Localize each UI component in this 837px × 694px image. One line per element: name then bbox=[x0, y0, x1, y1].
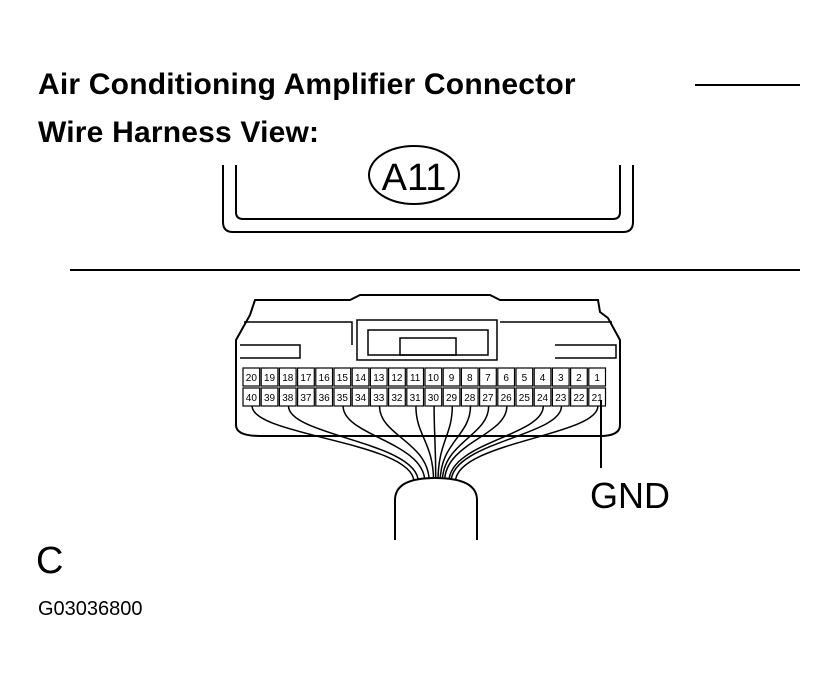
terminal-number: 5 bbox=[522, 373, 528, 384]
terminal-number: 38 bbox=[282, 393, 294, 404]
terminal-cell bbox=[442, 367, 461, 387]
terminal-number: 21 bbox=[592, 393, 604, 404]
terminal-number: 10 bbox=[428, 373, 440, 384]
terminal-cell bbox=[588, 367, 607, 387]
terminal-number: 39 bbox=[264, 393, 276, 404]
terminal-cell bbox=[333, 367, 352, 387]
terminal-number: 17 bbox=[300, 373, 312, 384]
connector-latch bbox=[356, 319, 498, 361]
terminal-number: 27 bbox=[482, 393, 494, 404]
terminal-number: 18 bbox=[282, 373, 294, 384]
terminal-cell bbox=[315, 367, 334, 387]
terminal-number: 24 bbox=[537, 393, 549, 404]
terminal-cell bbox=[569, 367, 588, 387]
connector-code-oval bbox=[368, 145, 460, 205]
harness-wire bbox=[441, 405, 490, 483]
terminal-number: 37 bbox=[300, 393, 312, 404]
terminal-number: 8 bbox=[467, 373, 473, 384]
connector-notch-right bbox=[555, 344, 617, 359]
harness-wire bbox=[378, 405, 430, 483]
terminal-cell bbox=[479, 367, 497, 387]
terminal-cell bbox=[242, 367, 261, 387]
terminal-cell bbox=[388, 367, 406, 387]
terminal-number: 4 bbox=[540, 373, 546, 384]
terminal-number: 30 bbox=[428, 393, 440, 404]
terminal-number: 2 bbox=[576, 373, 582, 384]
terminal-number: 15 bbox=[337, 373, 349, 384]
harness-wire bbox=[439, 405, 472, 483]
terminal-cell bbox=[424, 367, 443, 387]
terminal-number: 14 bbox=[355, 373, 367, 384]
connector-code-bracket-inner bbox=[235, 165, 621, 220]
terminal-cell bbox=[351, 387, 370, 407]
figure-id: G03036800 bbox=[38, 598, 143, 620]
connector-notch-left bbox=[240, 344, 301, 359]
wire-bundle bbox=[251, 405, 599, 483]
terminal-number: 32 bbox=[391, 393, 403, 404]
harness-wire bbox=[448, 405, 545, 483]
diagram-title-line-1: Air Conditioning Amplifier Connector bbox=[38, 68, 576, 101]
terminal-number: 13 bbox=[373, 373, 385, 384]
terminal-cell bbox=[460, 367, 479, 387]
terminal-number: 23 bbox=[555, 393, 567, 404]
terminal-number: 26 bbox=[501, 393, 513, 404]
terminal-number: 31 bbox=[410, 393, 422, 404]
terminal-cell bbox=[297, 367, 315, 387]
connector-latch-tab bbox=[399, 337, 457, 356]
harness-wire bbox=[433, 405, 437, 483]
terminal-cell bbox=[388, 387, 406, 407]
terminal-number: 36 bbox=[319, 393, 331, 404]
terminal-cell bbox=[569, 387, 588, 407]
terminal-cell bbox=[497, 367, 516, 387]
terminal-cell bbox=[369, 367, 388, 387]
terminal-cell bbox=[297, 387, 315, 407]
terminal-cell bbox=[351, 367, 370, 387]
terminal-number: 40 bbox=[246, 393, 258, 404]
terminal-cell bbox=[260, 367, 279, 387]
terminal-number: 19 bbox=[264, 373, 276, 384]
connector-ledge bbox=[244, 321, 612, 345]
terminal-number: 20 bbox=[246, 373, 258, 384]
terminal-cell bbox=[260, 387, 279, 407]
harness-wire bbox=[415, 405, 435, 483]
terminal-cell bbox=[533, 367, 552, 387]
terminal-number: 7 bbox=[485, 373, 491, 384]
gnd-label: GND bbox=[590, 475, 670, 516]
section-letter: C bbox=[36, 540, 64, 582]
terminal-cell bbox=[315, 387, 334, 407]
terminal-number: 29 bbox=[446, 393, 458, 404]
connector-code-bracket bbox=[222, 165, 634, 233]
harness-wire bbox=[287, 405, 420, 483]
harness-wire bbox=[450, 405, 563, 483]
connector-code-label: A11 bbox=[382, 157, 447, 199]
terminal-number: 1 bbox=[594, 373, 600, 384]
terminal-number: 28 bbox=[464, 393, 476, 404]
terminal-number: 22 bbox=[573, 393, 585, 404]
terminal-number: 16 bbox=[319, 373, 331, 384]
terminal-cell bbox=[278, 367, 297, 387]
terminal-number: 6 bbox=[503, 373, 509, 384]
harness-wire bbox=[251, 405, 415, 483]
terminal-number: 25 bbox=[519, 393, 531, 404]
diagram-title-line-2: Wire Harness View: bbox=[38, 116, 320, 149]
harness-wire bbox=[454, 405, 599, 483]
terminal-number: 34 bbox=[355, 393, 367, 404]
terminal-cell bbox=[551, 367, 570, 387]
terminal-number: 35 bbox=[337, 393, 349, 404]
harness-sleeve bbox=[394, 476, 478, 540]
terminal-cell bbox=[515, 367, 534, 387]
terminal-number: 11 bbox=[410, 373, 421, 384]
terminal-number: 3 bbox=[558, 373, 564, 384]
terminal-number: 12 bbox=[391, 373, 403, 384]
terminal-number: 33 bbox=[373, 393, 385, 404]
terminal-number: 9 bbox=[449, 373, 455, 384]
harness-wire bbox=[437, 405, 454, 483]
connector-latch-inner bbox=[367, 329, 489, 356]
terminal-cell bbox=[515, 387, 534, 407]
harness-wire bbox=[342, 405, 426, 483]
terminal-cell bbox=[406, 367, 425, 387]
harness-wire bbox=[443, 405, 508, 483]
